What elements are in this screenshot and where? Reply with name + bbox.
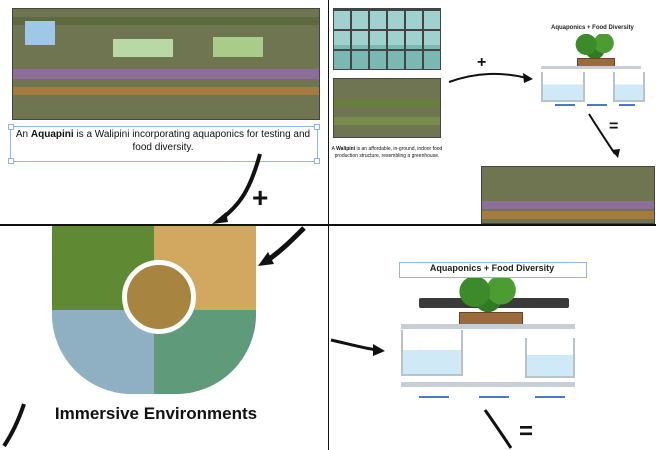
pipe-bottom [401, 382, 575, 387]
arrow-right [330, 338, 385, 356]
flow-arrow [479, 396, 509, 398]
panel-immersive-environments: Immersive Environments [0, 226, 328, 450]
walipini-garden-image [333, 78, 441, 138]
plus-sign: + [252, 182, 269, 213]
arrow-fragment [2, 403, 26, 448]
arrow-down [588, 113, 620, 158]
equals-sign: = [609, 118, 619, 135]
greenhouse-image [333, 8, 441, 70]
result-garden-image [481, 166, 655, 224]
flow-arrow [419, 396, 449, 398]
sump-tank [525, 338, 575, 378]
flow-arrow [535, 396, 565, 398]
walipini-caption: A Walipini is an affordable, in-ground, … [331, 146, 443, 159]
diagram-title: Aquaponics + Food Diversity [551, 25, 634, 31]
diagram-title: Aquaponics + Food Diversity [429, 263, 555, 273]
equals-sign: = [519, 418, 534, 445]
panel-aquaponics-diagram: Aquaponics + Food Diversity = [329, 226, 656, 450]
arrow-right [448, 72, 533, 83]
aquapini-caption: An Aquapini is a Walipini incorporating … [15, 129, 311, 153]
arrow-down [483, 409, 513, 449]
diagram-title-selection[interactable] [399, 262, 587, 278]
panel-aquapini-garden: An Aquapini is a Walipini incorporating … [0, 0, 328, 224]
immersive-title: Immersive Environments [54, 404, 258, 423]
pipe-top [401, 324, 575, 329]
arrow-down-left [258, 226, 306, 266]
plants-image [455, 278, 521, 312]
fish-tank [401, 330, 463, 376]
curved-arrow [212, 153, 262, 224]
cycle-icon [122, 260, 196, 334]
panel-walipini-diagram: A Walipini is an affordable, in-ground, … [329, 0, 656, 224]
caption-selection-box[interactable] [10, 126, 318, 162]
plus-sign: + [477, 54, 487, 71]
illustration-image [52, 226, 256, 394]
garden-plan-image [12, 8, 320, 120]
